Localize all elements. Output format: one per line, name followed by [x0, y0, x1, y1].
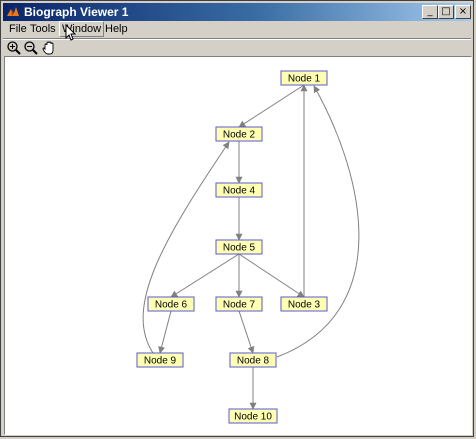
- node-box[interactable]: [147, 296, 195, 312]
- node-box[interactable]: [229, 352, 277, 368]
- menu-tools[interactable]: Tools: [30, 23, 56, 35]
- title-bar[interactable]: Biograph Viewer 1 _ □ ×: [3, 3, 471, 21]
- zoom-out-icon[interactable]: [23, 40, 39, 56]
- graph-node-n4[interactable]: Node 4: [215, 182, 263, 198]
- node-box[interactable]: [215, 182, 263, 198]
- node-label: Node 5: [223, 243, 256, 254]
- matlab-app-icon: [7, 7, 19, 16]
- graph-node-n7[interactable]: Node 7: [215, 296, 263, 312]
- graph-node-n1[interactable]: Node 1: [280, 70, 328, 86]
- edge-n5-n6[interactable]: [170, 253, 240, 298]
- menu-window[interactable]: Window: [59, 21, 105, 37]
- edge-n9-n2[interactable]: [142, 141, 230, 354]
- node-box[interactable]: [215, 239, 263, 255]
- edge-n1-n2[interactable]: [238, 84, 305, 128]
- maximize-button[interactable]: □: [438, 5, 454, 19]
- graph-canvas[interactable]: Node 1 Node 2 Node 4 Node 5 Node 6 Node 7 Node…: [4, 56, 472, 435]
- node-label: Node 3: [288, 300, 321, 311]
- node-label: Node 1: [288, 74, 321, 85]
- edge-n6-n9[interactable]: [158, 310, 172, 354]
- node-box[interactable]: [280, 70, 328, 86]
- node-box[interactable]: [280, 296, 328, 312]
- menu-file[interactable]: File: [9, 23, 27, 35]
- node-box[interactable]: [136, 352, 184, 368]
- graph-node-n6[interactable]: Node 6: [147, 296, 195, 312]
- close-button[interactable]: ×: [455, 5, 471, 19]
- window-title: Biograph Viewer 1: [24, 5, 129, 19]
- graph-node-n3[interactable]: Node 3: [280, 296, 328, 312]
- node-box[interactable]: [228, 408, 278, 424]
- graph-node-n8[interactable]: Node 8: [229, 352, 277, 368]
- node-label: Node 9: [144, 356, 177, 367]
- edge-n8-n1[interactable]: [276, 85, 360, 358]
- pan-hand-icon[interactable]: [41, 40, 57, 56]
- menu-bar: File Tools Window Help: [3, 21, 471, 37]
- node-label: Node 4: [223, 186, 256, 197]
- graph-node-n5[interactable]: Node 5: [215, 239, 263, 255]
- node-label: Node 2: [223, 130, 256, 141]
- node-label: Node 6: [155, 300, 188, 311]
- edge-n5-n3[interactable]: [238, 253, 305, 298]
- minimize-button[interactable]: _: [422, 5, 438, 19]
- graph-node-n2[interactable]: Node 2: [215, 126, 263, 142]
- zoom-in-icon[interactable]: [6, 40, 22, 56]
- toolbar: [3, 38, 471, 55]
- node-label: Node 7: [223, 300, 256, 311]
- node-box[interactable]: [215, 296, 263, 312]
- node-box[interactable]: [215, 126, 263, 142]
- graph-svg: Node 1 Node 2 Node 4 Node 5 Node 6 Node 7 Node…: [136, 70, 360, 424]
- graph-node-n10[interactable]: Node 10: [228, 408, 278, 424]
- graph-node-n9[interactable]: Node 9: [136, 352, 184, 368]
- edge-n7-n8[interactable]: [238, 310, 255, 354]
- node-label: Node 8: [237, 356, 270, 367]
- node-label: Node 10: [234, 412, 272, 423]
- menu-help[interactable]: Help: [105, 23, 128, 35]
